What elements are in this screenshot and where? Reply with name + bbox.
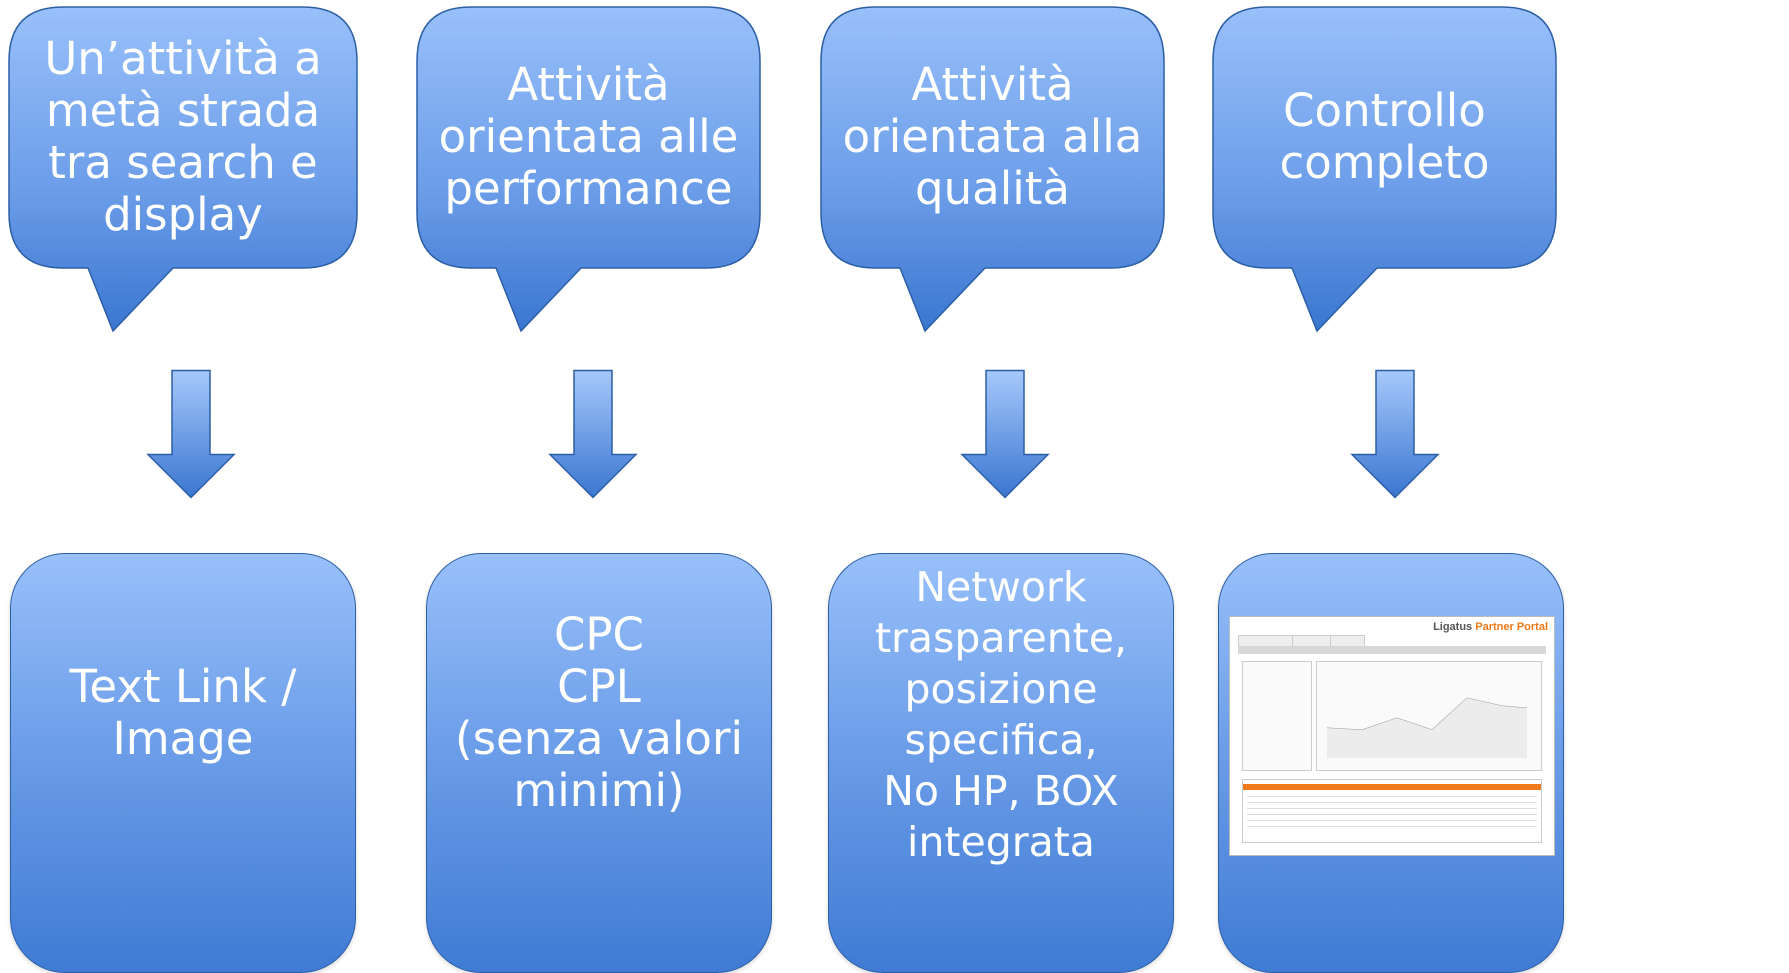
result-box-3-text: Network trasparente, posizione specifica… [874,563,1128,866]
thumb-table-row [1247,814,1537,815]
thumb-table-row [1247,808,1537,809]
thumb-chart-line [1327,697,1528,758]
result-box-2: CPC CPL (senza valori minimi) [426,553,772,973]
thumb-table-row [1247,820,1537,821]
thumb-chart-panel [1316,661,1542,771]
result-box-2-text: CPC CPL (senza valori minimi) [455,608,743,817]
down-arrow-icon [548,369,638,499]
result-box-4: Ligatus Partner Portal [1218,553,1564,973]
thumb-table [1242,779,1542,843]
partner-portal-screenshot-icon: Ligatus Partner Portal [1229,616,1555,856]
callout-3-text: Attività orientata alla qualità [842,58,1143,215]
callout-2-text: Attività orientata alle performance [438,58,739,215]
result-box-1-text: Text Link / Image [69,660,297,765]
thumb-table-row [1247,802,1537,803]
thumb-toolbar [1238,646,1546,654]
callout-4-shape [1212,6,1557,333]
callout-4-text: Controllo completo [1279,84,1490,189]
logo-product: Partner Portal [1475,621,1548,633]
down-arrow-icon [1350,369,1440,499]
thumb-table-row [1247,826,1537,827]
callout-3-shape [820,6,1165,333]
callout-1-shape [8,6,358,333]
callout-1-text: Un’attività a metà strada tra search e d… [44,32,322,241]
callout-4: Controllo completo [1212,6,1612,333]
result-box-1: Text Link / Image [10,553,356,973]
callout-3: Attività orientata alla qualità [820,6,1220,333]
thumb-table-header [1243,784,1541,790]
callout-1: Un’attività a metà strada tra search e d… [8,6,408,333]
ligatus-logo: Ligatus Partner Portal [1433,621,1548,633]
down-arrow-icon [960,369,1050,499]
logo-brand: Ligatus [1433,621,1473,633]
thumb-filter-panel [1242,661,1312,771]
callout-2-shape [416,6,761,333]
result-box-3: Network trasparente, posizione specifica… [828,553,1174,973]
thumb-table-row [1247,796,1537,797]
down-arrow-icon [146,369,236,499]
callout-2: Attività orientata alle performance [416,6,816,333]
